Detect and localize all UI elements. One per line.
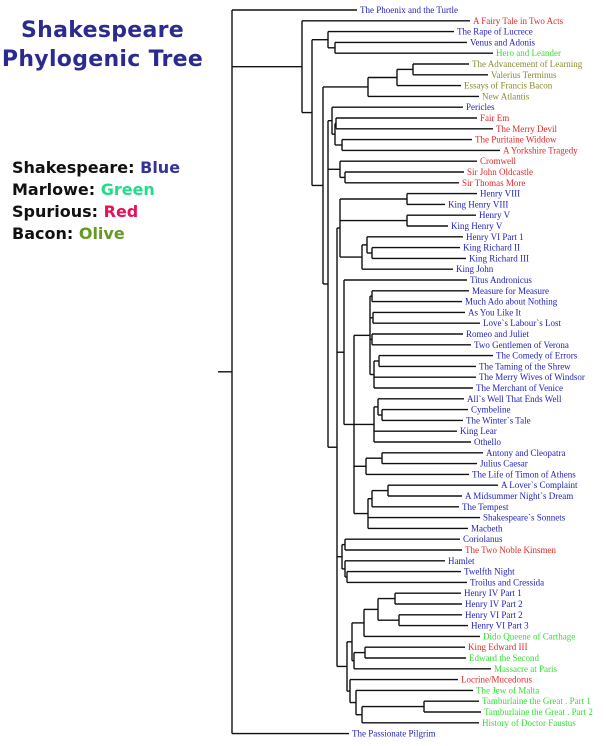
leaf-label: Antony and Cleopatra	[486, 448, 565, 458]
legend-author: Marlowe:	[12, 180, 96, 199]
leaf-label: The Merchant of Venice	[476, 383, 563, 393]
leaf-label: King Edward III	[468, 642, 527, 652]
leaf-label: King John	[456, 264, 494, 274]
leaf-label: The Tempest	[462, 502, 509, 512]
leaf-label: Troilus and Cressida	[470, 577, 544, 587]
leaf-label: A Fairy Tale in Two Acts	[473, 16, 564, 26]
leaf-label: King Richard II	[463, 243, 520, 253]
legend-color-name: Olive	[78, 224, 125, 243]
leaf-label: Tamburlaine the Great . Part 2	[484, 707, 593, 717]
leaf-label: Tamburlaine the Great . Part 1	[482, 696, 591, 706]
legend-bacon: Bacon: Olive	[12, 224, 125, 243]
leaf-label: Sir Thomas More	[462, 178, 525, 188]
leaf-label: The Winter`s Tale	[466, 415, 531, 425]
leaf-label: The Jew of Malta	[476, 685, 539, 695]
leaf-label: The Rape of Lucrece	[457, 27, 533, 37]
leaf-label: Cymbeline	[471, 405, 511, 415]
leaf-label: The Comedy of Errors	[496, 351, 578, 361]
legend-shakespeare: Shakespeare: Blue	[12, 158, 180, 177]
leaf-label: Othello	[474, 437, 501, 447]
leaf-label: A Midsummer Night`s Dream	[465, 491, 573, 501]
leaf-label: Valerius Terminus	[491, 70, 557, 80]
leaf-label: Dido Queene of Carthage	[483, 631, 575, 641]
leaf-label: A Yorkshire Tragedy	[503, 145, 578, 155]
leaf-label: Sir John Oldcastle	[467, 167, 533, 177]
legend-marlowe: Marlowe: Green	[12, 180, 155, 199]
leaf-label: Coriolanus	[463, 534, 503, 544]
leaf-label: Much Ado about Nothing	[465, 297, 558, 307]
leaf-label: All`s Well That Ends Well	[467, 394, 562, 404]
leaf-label: The Life of Timon of Athens	[472, 469, 576, 479]
leaf-label: Henry IV Part 1	[464, 588, 522, 598]
title-line-2: Phylogenic Tree	[1, 47, 204, 72]
leaf-label: King Lear	[460, 426, 497, 436]
leaf-label: The Merry Devil	[496, 124, 557, 134]
leaf-label: The Phoenix and the Turtle	[360, 5, 458, 15]
legend-color-name: Blue	[140, 158, 181, 177]
leaf-label: King Henry VIII	[448, 199, 508, 209]
leaf-label: Essays of Francis Bacon	[464, 81, 553, 91]
leaf-label: Love`s Labour`s Lost	[483, 318, 561, 328]
leaf-label: Locrine/Mucedorus	[461, 675, 532, 685]
leaf-label: Hero and Leander	[496, 48, 561, 58]
legend-color-name: Red	[103, 202, 139, 221]
leaf-label: As You Like It	[468, 307, 522, 317]
legend-author: Spurious:	[12, 202, 99, 221]
leaf-label: Henry IV Part 2	[465, 599, 523, 609]
leaf-label: Cromwell	[480, 156, 516, 166]
leaf-label: Titus Andronicus	[470, 275, 532, 285]
leaf-label: Shakespeare`s Sonnets	[483, 513, 566, 523]
leaf-label: Henry VI Part 2	[465, 610, 523, 620]
legend-spurious: Spurious: Red	[12, 202, 138, 221]
leaf-label: Twelfth Night	[464, 567, 515, 577]
leaf-label: Venus and Adonis	[470, 37, 535, 47]
leaf-label: Pericles	[466, 102, 495, 112]
legend-color-name: Green	[100, 180, 155, 199]
legend-author: Bacon:	[12, 224, 74, 243]
leaf-label: Measure for Measure	[472, 286, 549, 296]
leaf-label: Two Gentlemen of Verona	[474, 340, 569, 350]
leaf-label: King Henry V	[451, 221, 503, 231]
leaf-label: Macbeth	[471, 523, 503, 533]
leaf-label: Henry VI Part 1	[466, 232, 524, 242]
leaf-label: Hamlet	[448, 556, 475, 566]
leaf-label: A Lover`s Complaint	[501, 480, 578, 490]
leaf-label: The Advancement of Learning	[472, 59, 583, 69]
leaf-label: The Puritaine Widdow	[475, 135, 557, 145]
leaf-label: King Richard III	[469, 253, 529, 263]
legend-author: Shakespeare:	[12, 158, 135, 177]
leaf-label: New Atlantis	[482, 91, 530, 101]
leaf-label: The Taming of the Shrew	[479, 361, 571, 371]
leaf-label: The Merry Wives of Windsor	[479, 372, 585, 382]
leaf-label: History of Doctor Faustus	[482, 718, 576, 728]
leaf-label: The Two Noble Kinsmen	[465, 545, 556, 555]
leaf-label: Romeo and Juliet	[466, 329, 529, 339]
leaf-label: Edward the Second	[469, 653, 539, 663]
leaf-label: Julius Caesar	[480, 459, 528, 469]
leaf-label: Massacre at Paris	[494, 664, 557, 674]
leaf-label: Henry VIII	[480, 189, 520, 199]
leaf-label: Fair Em	[480, 113, 509, 123]
title-line-1: Shakespeare	[21, 18, 184, 43]
leaf-label: Henry VI Part 3	[471, 621, 529, 631]
leaf-label: The Passionate Pilgrim	[352, 729, 436, 739]
leaf-label: Henry V	[479, 210, 511, 220]
